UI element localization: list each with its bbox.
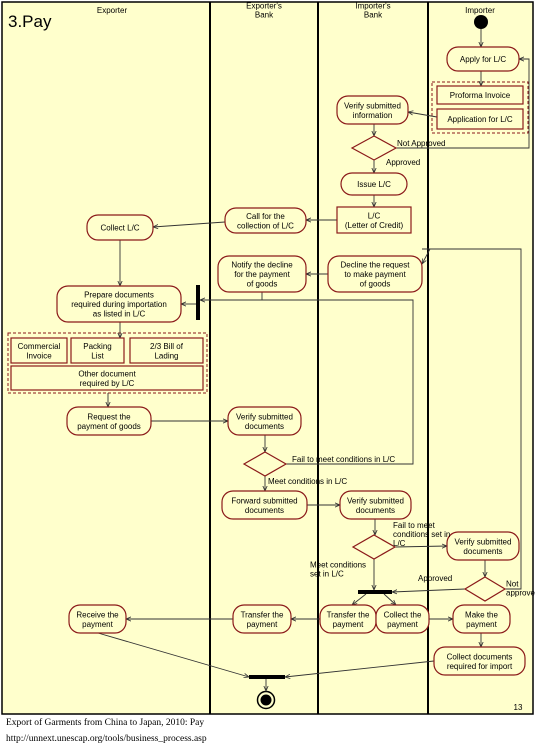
page-number: 13: [514, 703, 523, 712]
edge-bar-to-collect: [383, 593, 396, 605]
sync-bar-final: [249, 675, 285, 679]
activity-issue-lc: Issue L/C: [340, 172, 408, 196]
edge-not-approved-imp-loop: [422, 248, 522, 590]
edge-label-not-approved-2: Notapproved: [506, 580, 535, 598]
object-application: Application for L/C: [436, 108, 524, 130]
node-label: Collect L/C: [100, 224, 139, 233]
final-node: [256, 690, 276, 710]
caption-line-2: http://unnext.unescap.org/tools/business…: [6, 734, 207, 744]
object-proforma: Proforma Invoice: [436, 85, 524, 105]
edge-approved-imp-to-bar: [392, 588, 466, 592]
sync-bar-transfer: [358, 590, 392, 594]
lane-title-exporter: Exporter: [97, 6, 128, 15]
edge-call-to-collect: [153, 221, 226, 227]
edge-label-meet-conditions-1: Meet conditions in L/C: [268, 477, 347, 486]
node-label: L/C(Letter of Credit): [345, 211, 404, 230]
edge-not-approved-loop: [396, 59, 530, 149]
edge-not-approved-imp-to-decline: [422, 248, 431, 264]
decision-importer-approval: [463, 576, 507, 602]
edge-label-approved-2: Approved: [418, 574, 452, 583]
activity-apply-lc: Apply for L/C: [446, 46, 520, 72]
edge-label-approved-1: Approved: [386, 158, 420, 167]
edge-label-fail-conditions-1: Fail to meet conditions in L/C: [292, 455, 395, 464]
edge-bar-to-transfer-ib: [352, 593, 367, 605]
exporter-documents-group: [7, 332, 208, 394]
node-label: Proforma Invoice: [450, 91, 511, 100]
sync-bar-prepare: [196, 285, 200, 320]
initial-node: [474, 15, 488, 29]
decision-ib-conditions: [351, 534, 397, 560]
decision-lc-approval: [350, 135, 398, 161]
node-label: Application for L/C: [447, 115, 513, 124]
caption-line-1: Export of Garments from China to Japan, …: [6, 718, 205, 728]
object-lc: L/C(Letter of Credit): [336, 206, 412, 234]
lane-title-importer: Importer: [465, 6, 495, 15]
edge-import-docs-to-bar: [285, 660, 435, 677]
node-label: Issue L/C: [357, 180, 391, 189]
edge-application-to-verify: [408, 112, 438, 118]
edge-fail-ib-to-imp: [394, 546, 447, 547]
edge-receive-to-bar: [97, 632, 249, 677]
edge-fail-eb-loop: [200, 299, 414, 465]
decision-eb-conditions: [242, 451, 288, 477]
node-label: Apply for L/C: [460, 55, 506, 64]
activity-collect-lc: Collect L/C: [86, 214, 154, 241]
slide-title: 3.Pay: [8, 12, 52, 31]
edge-label-not-approved-1: Not Approved: [397, 139, 445, 148]
